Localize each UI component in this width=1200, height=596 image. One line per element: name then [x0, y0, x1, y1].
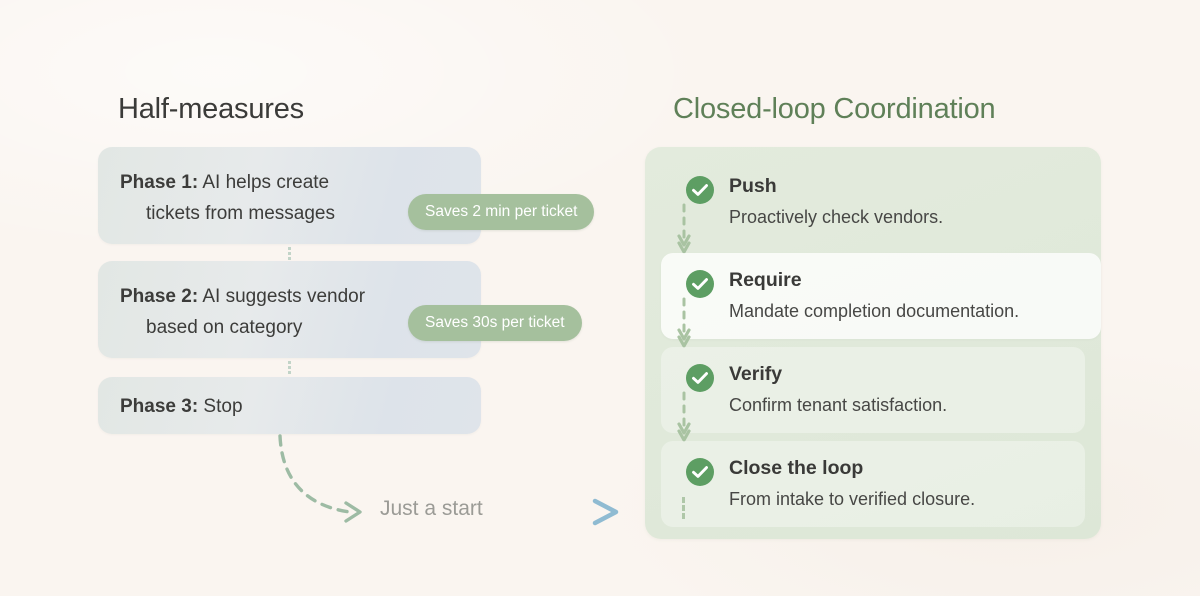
savings-badge-phase-1: Saves 2 min per ticket [408, 194, 595, 230]
phase-1-line1: AI helps create [198, 172, 330, 193]
step-desc-push: Proactively check vendors. [729, 207, 944, 227]
step-title-verify: Verify [729, 363, 783, 385]
closed-loop-panel: Push Proactively check vendors. Require … [645, 147, 1101, 539]
curved-dashed-arrow-icon [278, 434, 362, 523]
phase-2-label: Phase 2: [120, 286, 199, 307]
step-connector-arrow-0-icon [677, 203, 691, 254]
left-column-heading: Half-measures [118, 93, 304, 125]
phase-3-label: Phase 3: [120, 396, 199, 417]
phase-2-line1: AI suggests vendor [198, 286, 366, 307]
step-connector-stub-3 [682, 497, 685, 519]
phase-connector-2 [288, 361, 291, 374]
check-circle-icon [686, 176, 714, 204]
check-circle-icon [686, 364, 714, 392]
step-connector-arrow-2-icon [677, 391, 691, 442]
step-card-close-the-loop[interactable]: Close the loop From intake to verified c… [661, 441, 1085, 527]
step-desc-verify: Confirm tenant satisfaction. [729, 395, 948, 415]
step-title-require: Require [729, 269, 802, 291]
step-card-verify[interactable]: Verify Confirm tenant satisfaction. [661, 347, 1085, 433]
savings-badge-phase-2: Saves 30s per ticket [408, 305, 582, 341]
transition-note: Just a start [380, 497, 483, 520]
right-column-heading: Closed-loop Coordination [673, 93, 996, 125]
step-desc-require: Mandate completion documentation. [729, 301, 1020, 321]
step-card-require[interactable]: Require Mandate completion documentation… [661, 253, 1101, 339]
step-desc-close-the-loop: From intake to verified closure. [729, 489, 976, 509]
step-title-close-the-loop: Close the loop [729, 457, 864, 479]
transition-arrow-icon [512, 498, 619, 526]
phase-3-line1: Stop [198, 396, 243, 417]
check-circle-icon [686, 270, 714, 298]
phase-3-text: Phase 3: Stop [120, 391, 463, 422]
step-card-push[interactable]: Push Proactively check vendors. [661, 159, 1085, 245]
phase-card-3[interactable]: Phase 3: Stop [98, 377, 481, 434]
step-title-push: Push [729, 175, 777, 197]
step-connector-arrow-1-icon [677, 297, 691, 348]
check-circle-icon [686, 458, 714, 486]
phase-connector-1 [288, 247, 291, 260]
phase-1-label: Phase 1: [120, 172, 199, 193]
